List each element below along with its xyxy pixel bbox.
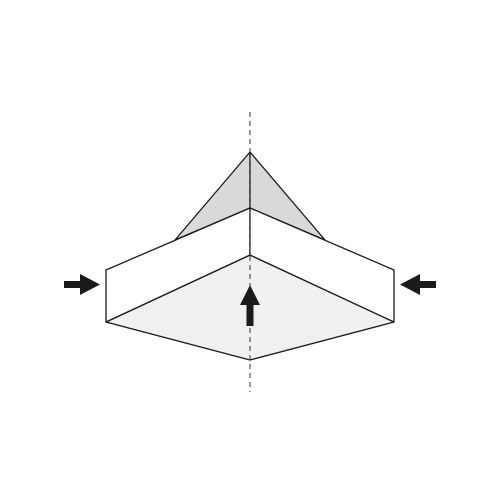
- arrow-right-icon: [64, 274, 100, 295]
- arrow-left-icon: [400, 274, 436, 295]
- arrow-up-icon: [240, 285, 260, 326]
